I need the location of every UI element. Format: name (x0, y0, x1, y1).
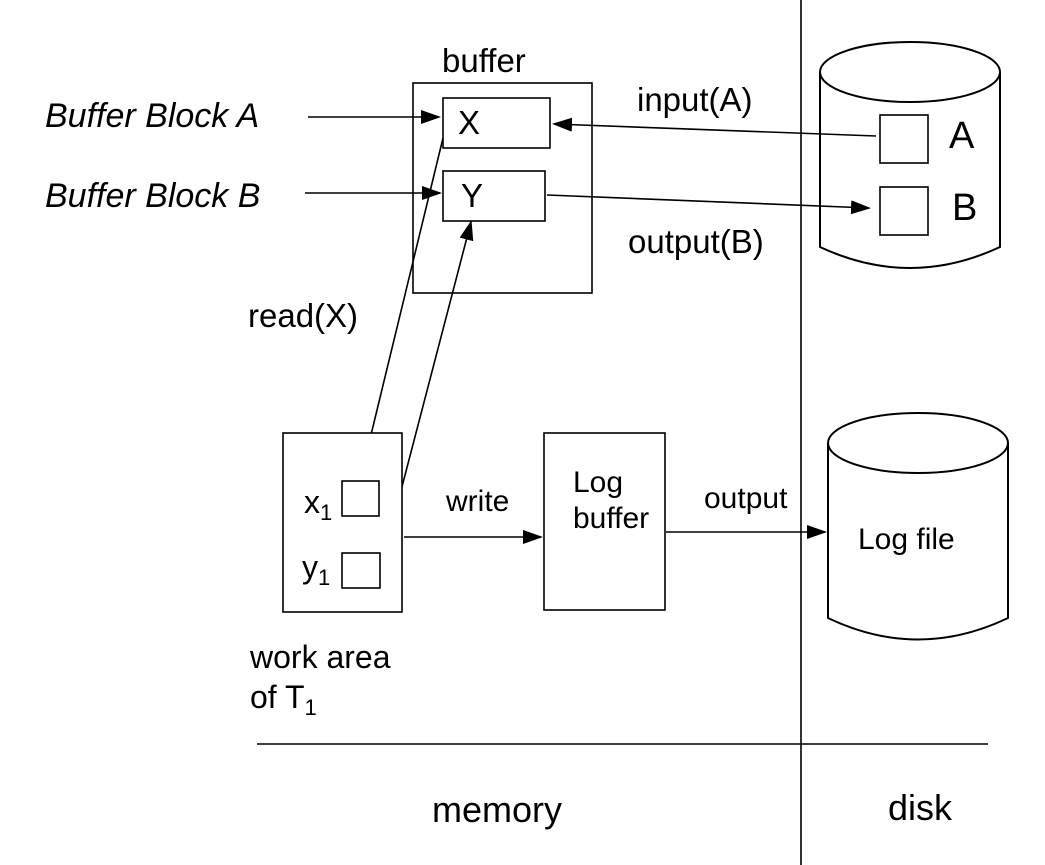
y1-label: y1 (302, 549, 330, 590)
log-buffer-label-line1: Log (573, 466, 623, 499)
disk-block-b-box (879, 186, 929, 236)
work-area-caption-t: of T (250, 679, 305, 715)
y1-square (341, 552, 381, 589)
log-file-label: Log file (858, 523, 955, 556)
output-label: output (704, 482, 788, 515)
output-b-label: output(B) (628, 223, 764, 260)
buffer-block-x-box (442, 97, 551, 149)
arrow-input-a (552, 117, 877, 137)
x1-subscript: 1 (320, 500, 332, 525)
disk-block-b-label: B (952, 187, 977, 229)
arrow-output-b (546, 194, 871, 215)
y1-subscript: 1 (318, 565, 330, 590)
disk-cylinder (819, 41, 1001, 269)
write-label: write (445, 485, 509, 518)
log-buffer-box (543, 432, 666, 611)
buffer-block-y-label: Y (461, 177, 483, 214)
memory-region-label: memory (432, 789, 562, 830)
x1-square (341, 480, 380, 517)
work-area-caption-t-subscript: 1 (305, 695, 317, 720)
buffer-block-b-caption: Buffer Block B (45, 177, 260, 215)
read-x-label: read(X) (248, 297, 358, 334)
y1-var: y (302, 549, 318, 585)
disk-cylinder-top (819, 41, 1001, 103)
work-area-caption-line1: work area (249, 639, 391, 675)
disk-block-a-label: A (949, 115, 975, 157)
disk-block-a-box (879, 114, 929, 164)
input-a-label: input(A) (637, 81, 753, 118)
buffer-block-a-caption: Buffer Block A (45, 97, 259, 135)
buffer-title: buffer (442, 42, 526, 79)
buffer-block-y-box (442, 170, 546, 222)
buffer-block-x-label: X (458, 104, 480, 141)
work-area-caption-line2: of T1 (250, 679, 317, 720)
arrow-read-x-to-work-area (358, 137, 444, 478)
x1-var: x (304, 484, 320, 520)
log-file-cylinder (827, 412, 1009, 641)
log-buffer-label-line2: buffer (573, 502, 649, 535)
disk-region-label: disk (888, 787, 953, 828)
log-file-cylinder-top (827, 412, 1009, 474)
x1-label: x1 (304, 484, 332, 525)
disk-cylinder-body (819, 72, 1001, 269)
log-file-cylinder-body (827, 443, 1009, 641)
